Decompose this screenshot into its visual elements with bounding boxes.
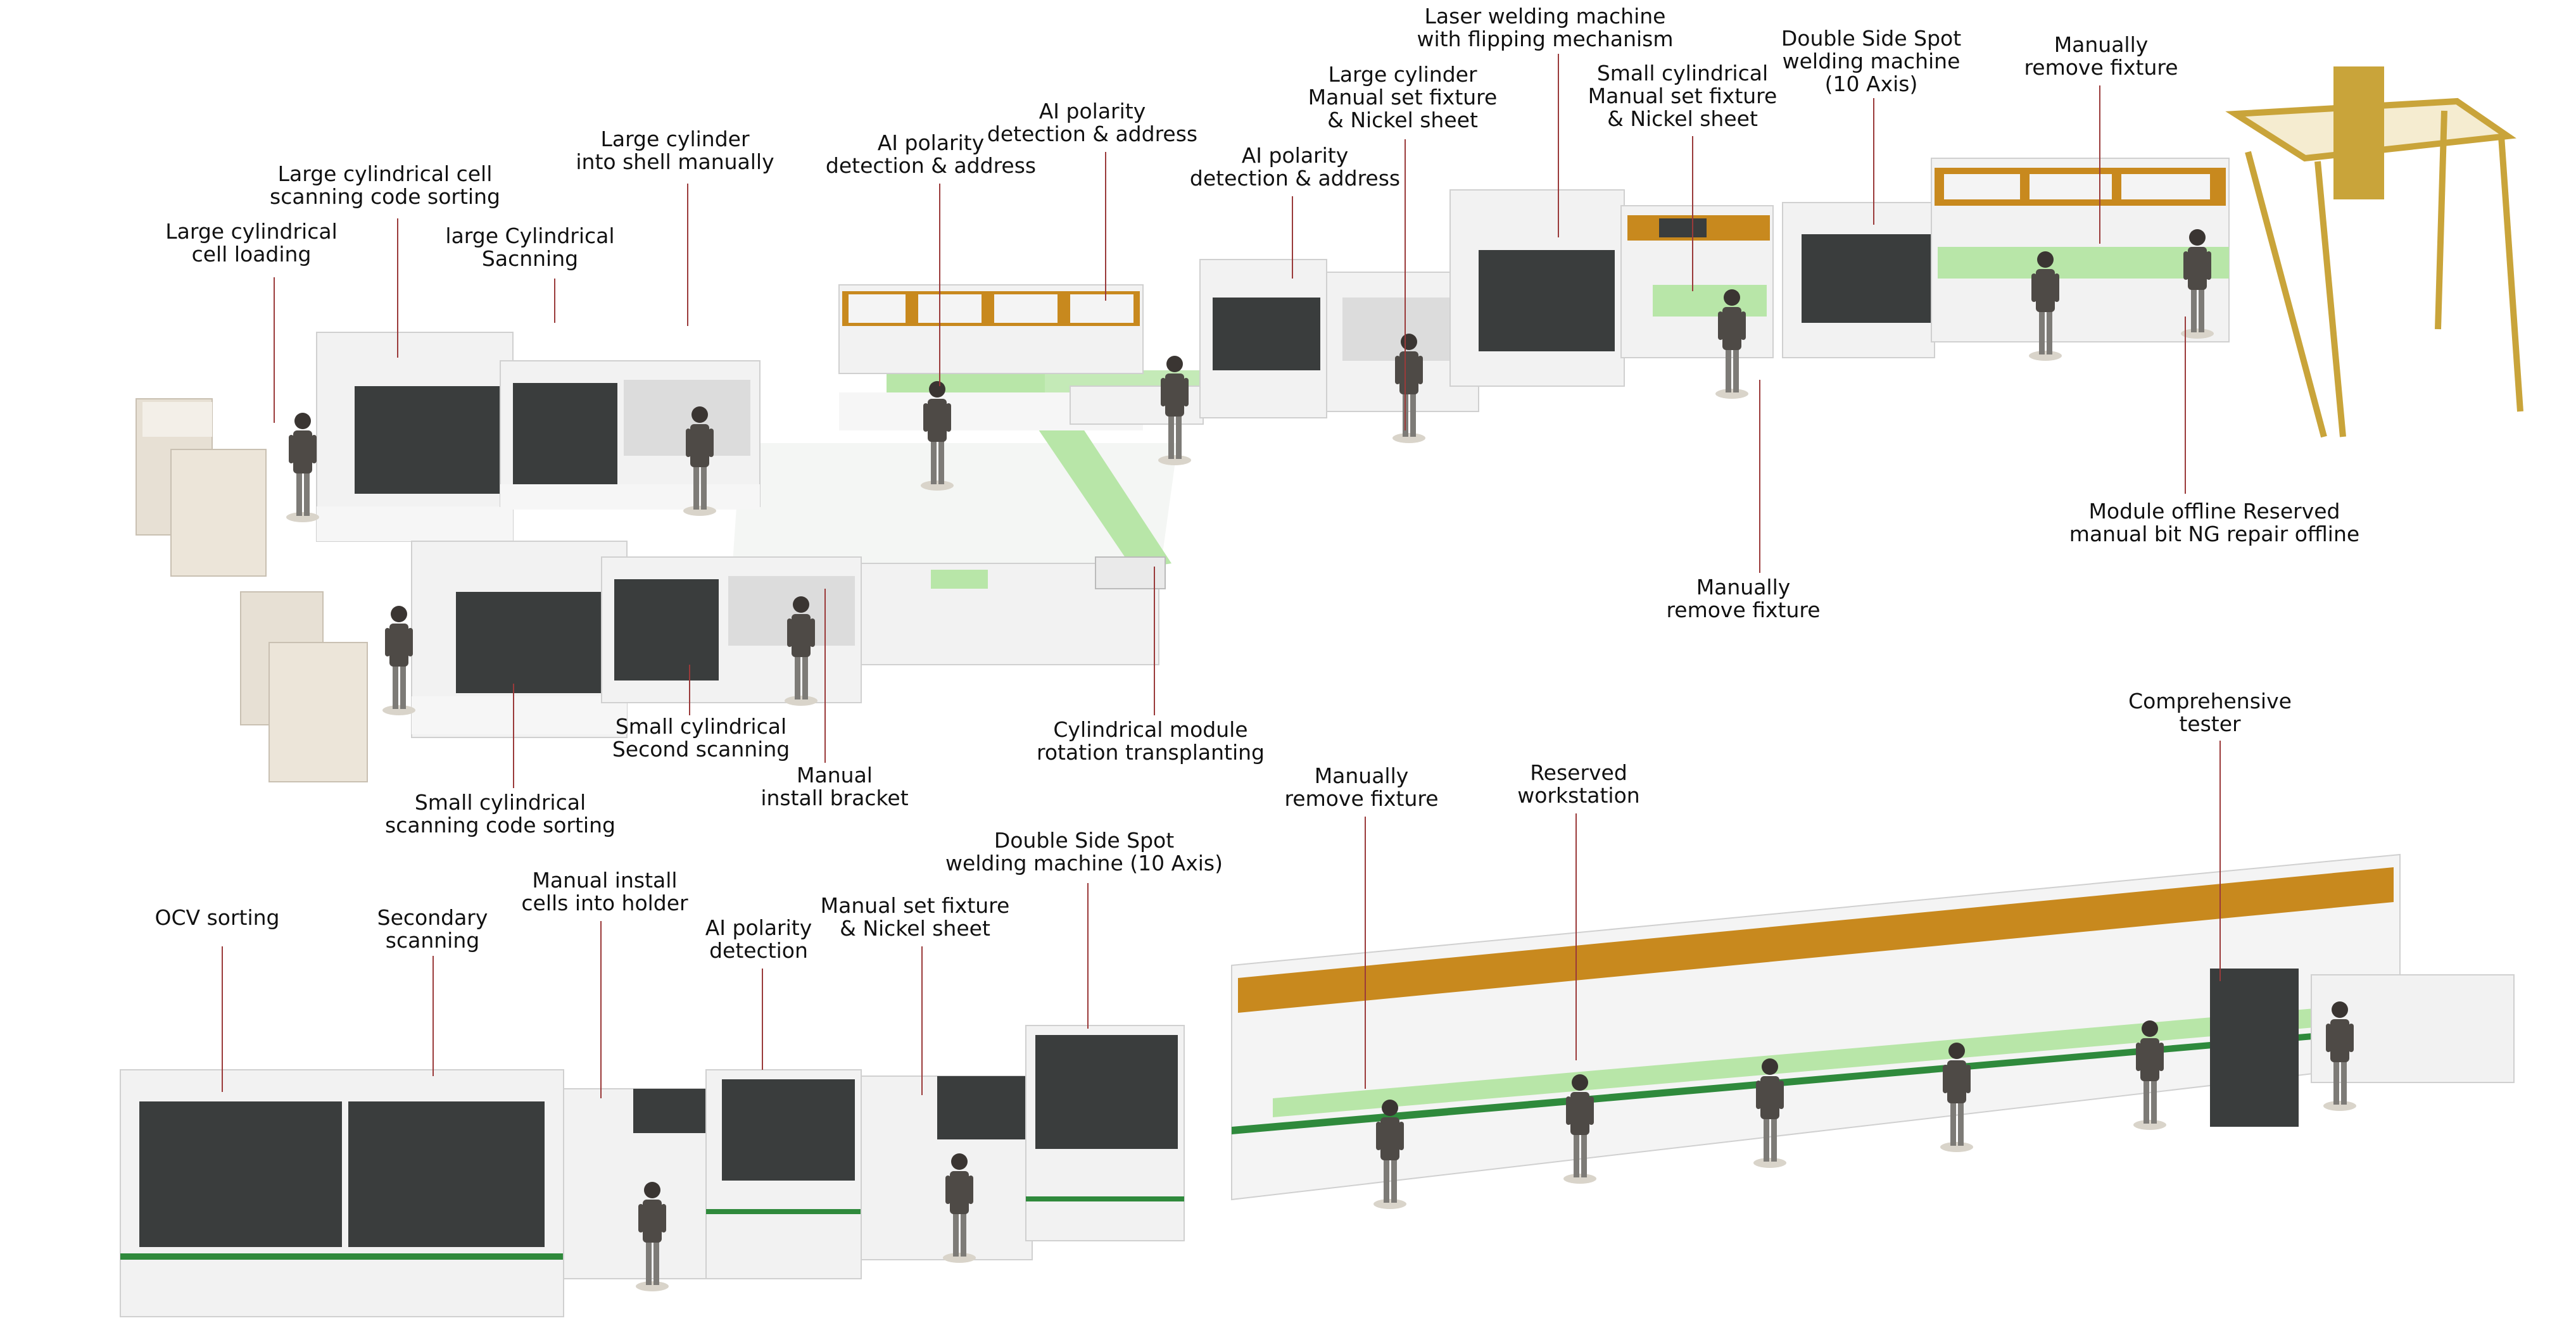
worker xyxy=(382,606,415,715)
leader-line xyxy=(2185,317,2186,494)
machine-double-spot-welding-bottom xyxy=(1025,1025,1185,1241)
machine-rotation-transplanting xyxy=(861,556,1166,665)
leader-line xyxy=(513,684,514,788)
leader-line xyxy=(687,184,688,326)
top-production-line xyxy=(136,66,2523,782)
leader-line xyxy=(689,665,690,715)
long-workstation-conveyor xyxy=(1231,853,2401,1201)
leader-line xyxy=(1575,813,1577,1060)
comprehensive-tester-unit xyxy=(2210,969,2515,1127)
leader-line xyxy=(2219,741,2221,981)
machine-laser-welding xyxy=(1449,189,1625,387)
leader-line xyxy=(1692,136,1693,291)
cell-loading-boxes-top xyxy=(136,398,267,577)
leader-line xyxy=(1405,139,1406,430)
leader-line xyxy=(554,279,555,323)
leader-line xyxy=(1873,98,1874,225)
cell-loading-boxes-bottom xyxy=(240,591,368,782)
leader-line xyxy=(824,589,826,763)
machine-double-spot-welding-top xyxy=(1782,202,1935,358)
leader-line xyxy=(1292,196,1293,279)
leader-line xyxy=(1087,883,1089,1029)
leader-line xyxy=(1154,567,1155,715)
leader-line xyxy=(1558,54,1559,237)
leader-line xyxy=(1365,817,1366,1089)
machine-small-second-scanning xyxy=(601,556,862,703)
machine-manual-install-cells xyxy=(563,1088,716,1279)
conveyor-green-corner xyxy=(887,361,1171,570)
leader-line xyxy=(222,946,223,1092)
bottom-production-line xyxy=(120,853,2515,1317)
machine-manual-set-fixture xyxy=(861,1075,1033,1260)
label-ocv-sorting: OCV sorting xyxy=(155,905,280,930)
label-manual-set-fixture-bottom: Manual set fixture& Nickel sheet xyxy=(820,893,1010,941)
worker xyxy=(286,413,319,522)
station-small-manual-fixture xyxy=(1620,205,1774,358)
leader-line xyxy=(600,921,602,1098)
leader-line xyxy=(397,218,398,358)
leader-line xyxy=(762,969,763,1070)
leader-line xyxy=(1105,152,1106,301)
machine-large-scanning xyxy=(500,360,761,510)
station-ai-polarity-1 xyxy=(838,284,1144,430)
leader-line xyxy=(939,184,940,386)
leader-line xyxy=(274,277,275,423)
leader-line xyxy=(1759,380,1760,573)
machine-ocv-sorting xyxy=(120,1069,564,1317)
leader-line xyxy=(921,946,923,1095)
machine-small-scan-sorting xyxy=(411,541,628,738)
machine-ai-polarity-detection xyxy=(705,1069,862,1279)
gantry-offline-station xyxy=(2225,66,2523,438)
machine-large-scan-sorting xyxy=(316,332,514,542)
machine-ai-polarity-3 xyxy=(1199,259,1327,418)
leader-line xyxy=(432,956,434,1076)
leader-line xyxy=(2099,85,2100,244)
station-manual-remove-top xyxy=(1931,158,2230,342)
